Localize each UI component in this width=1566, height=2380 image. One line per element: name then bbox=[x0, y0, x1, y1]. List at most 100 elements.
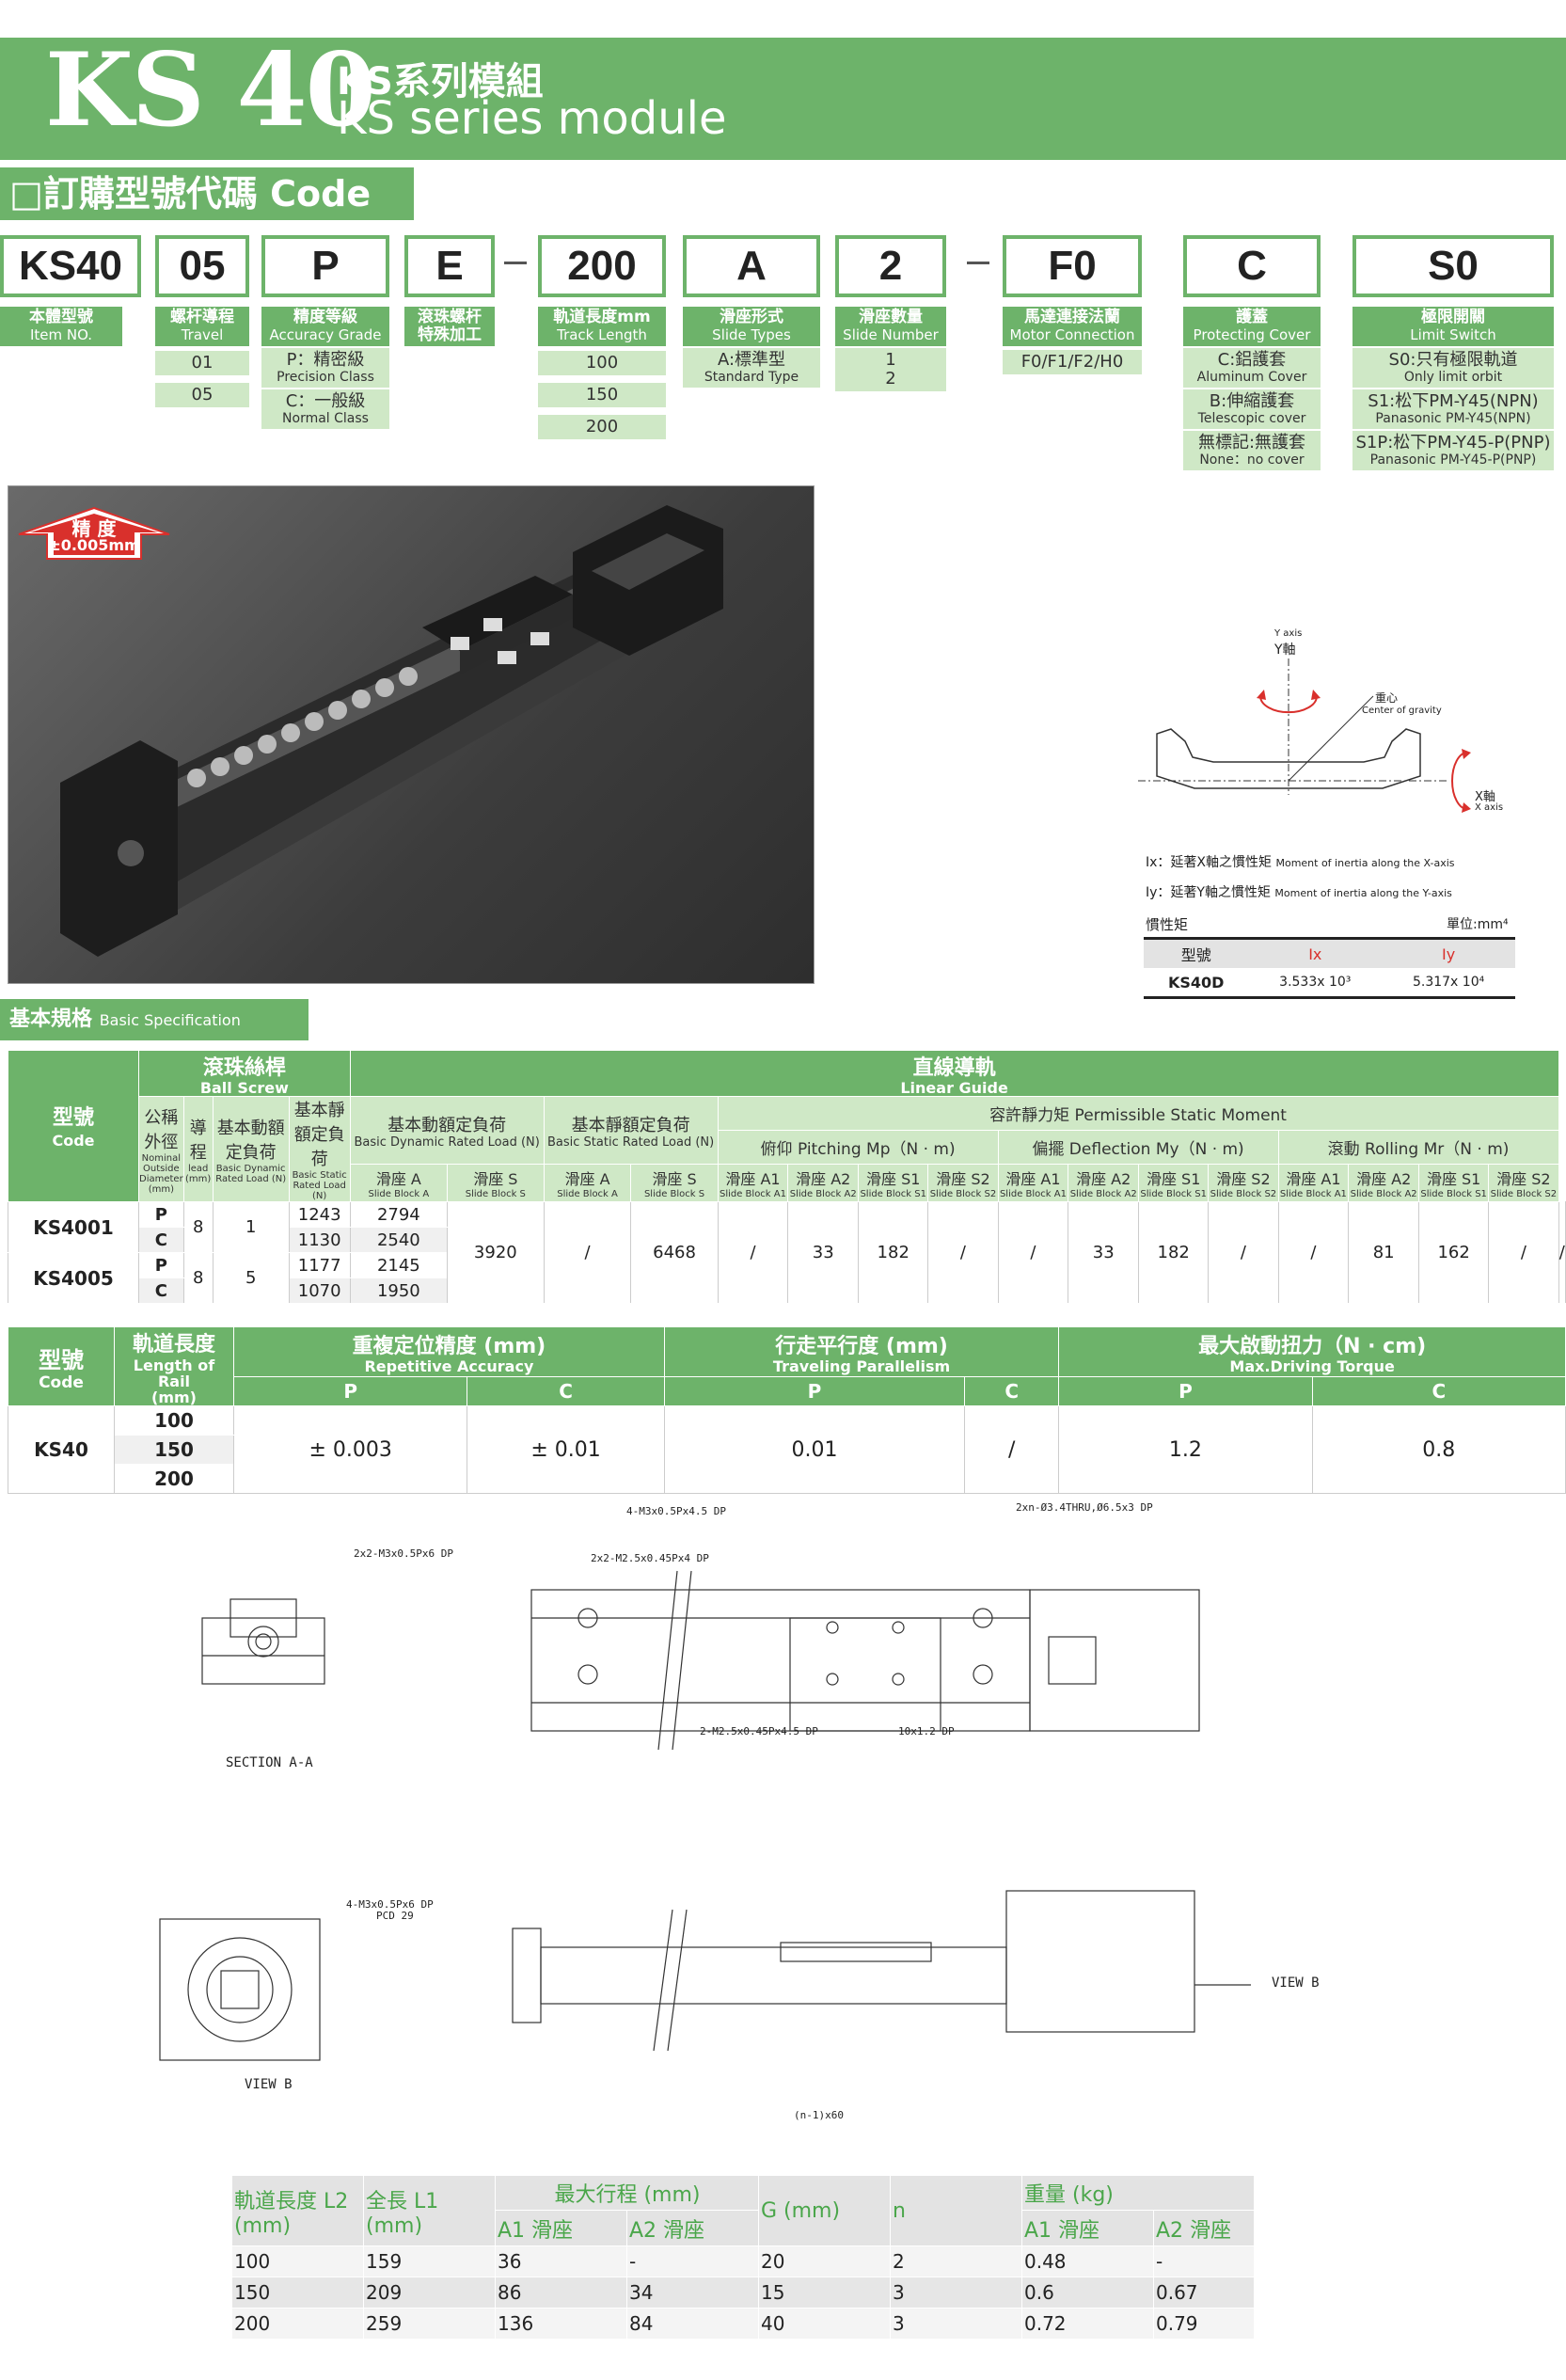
product-photo bbox=[8, 485, 815, 984]
spec-shared: 3920 bbox=[447, 1201, 545, 1304]
option-length: 100 bbox=[538, 351, 666, 375]
spec-shared: / bbox=[543, 1201, 632, 1304]
size-header: 最大行程 (mm) bbox=[495, 2175, 759, 2211]
inertia-diagram bbox=[1138, 658, 1471, 813]
size-cell: 2 bbox=[890, 2245, 1022, 2277]
inertia-cell: KS40D bbox=[1167, 973, 1225, 992]
rail-length: 100 bbox=[114, 1405, 234, 1436]
spec-dyn: 1177 bbox=[288, 1252, 351, 1278]
section-label: SECTION A-A bbox=[226, 1755, 313, 1770]
inertia-header: 型號 bbox=[1180, 946, 1211, 964]
size-cell: 15 bbox=[758, 2277, 891, 2309]
rolling-header: 滾動 Rolling Mr（N · m) bbox=[1277, 1130, 1559, 1166]
code-box-travel: 05 bbox=[155, 235, 249, 297]
option-travel: 05 bbox=[155, 383, 249, 407]
spec-dyn: 1070 bbox=[288, 1277, 351, 1304]
size-cell: 34 bbox=[626, 2277, 759, 2309]
size-cell: - bbox=[626, 2245, 759, 2277]
acc-code: KS40 bbox=[8, 1405, 115, 1494]
inertia-table-title: 慣性矩 bbox=[1146, 916, 1189, 933]
size-cell: 136 bbox=[495, 2308, 627, 2340]
ix-label: Ix：延著X軸之慣性矩 Moment of inertia along the … bbox=[1146, 855, 1455, 870]
spec-shared: 33 bbox=[1068, 1201, 1140, 1304]
spec-shared: 6468 bbox=[630, 1201, 719, 1304]
option-length: 200 bbox=[538, 415, 666, 439]
drawing-note: 4-M3x0.5Px4.5 DP bbox=[626, 1505, 726, 1517]
spec-shared: / bbox=[1277, 1201, 1350, 1304]
drawing-note: 2x2-M3x0.5Px6 DP bbox=[354, 1547, 453, 1560]
size-cell: 100 bbox=[231, 2245, 364, 2277]
size-header: 軌道長度 L2 (mm) bbox=[231, 2175, 364, 2246]
technical-drawing bbox=[159, 1570, 1251, 2061]
view-b-label: VIEW B bbox=[1272, 1975, 1320, 1991]
spec-grade: C bbox=[138, 1277, 184, 1304]
code-box-slide-type: A bbox=[683, 235, 820, 297]
spec-grade: C bbox=[138, 1227, 184, 1253]
grade-header: P bbox=[663, 1375, 966, 1407]
size-subheader: A1 滑座 bbox=[1021, 2210, 1154, 2246]
spec-od: 8 bbox=[182, 1252, 214, 1304]
moment-header: 容許靜力矩 Permissible Static Moment bbox=[717, 1095, 1559, 1132]
precision-badge: 精 度 ±0.005mm bbox=[17, 506, 171, 561]
spec-stat: 2794 bbox=[349, 1201, 449, 1228]
linear-module-image bbox=[60, 505, 723, 957]
option-travel: 01 bbox=[155, 351, 249, 375]
size-cell: 3 bbox=[890, 2308, 1022, 2340]
spec-shared: / bbox=[717, 1201, 789, 1304]
spec-shared: / bbox=[927, 1201, 999, 1304]
size-header: n bbox=[890, 2175, 1022, 2246]
spec-shared: / bbox=[1208, 1201, 1279, 1304]
spec-stat: 1950 bbox=[349, 1277, 449, 1304]
spec-od: 8 bbox=[182, 1201, 214, 1253]
size-cell: 209 bbox=[363, 2277, 496, 2309]
spec-shared: / bbox=[1558, 1201, 1566, 1304]
acc-value: 0.01 bbox=[663, 1405, 966, 1494]
rep-header: 重複定位精度 (mm)Repetitive Accuracy bbox=[233, 1326, 665, 1377]
header-banner bbox=[0, 38, 1566, 160]
acc-value: 0.8 bbox=[1311, 1405, 1566, 1494]
code-box-length: 200 bbox=[538, 235, 666, 297]
series-title-en: KS series module bbox=[337, 92, 727, 145]
option-limit: S1P:松下PM-Y45-P(PNP)Panasonic PM-Y45-P(PN… bbox=[1352, 431, 1554, 470]
drawing-note: (n-1)x60 bbox=[794, 2109, 844, 2121]
deflection-header: 偏擺 Deflection My（N · m) bbox=[997, 1130, 1279, 1166]
size-header: G (mm) bbox=[758, 2175, 891, 2246]
code-box-screw: E bbox=[404, 235, 495, 297]
grade-header: C bbox=[467, 1375, 665, 1407]
inertia-table: 型號 Ix Iy KS40D 3.533x 10³ 5.317x 10⁴ bbox=[1144, 937, 1515, 999]
grade-header: P bbox=[1058, 1375, 1313, 1407]
code-box-slide-number: 2 bbox=[835, 235, 946, 297]
spec-shared: 182 bbox=[1138, 1201, 1210, 1304]
view-b-label: VIEW B bbox=[245, 2077, 293, 2092]
drawing-note: 2x2-M2.5x0.45Px4 DP bbox=[591, 1552, 709, 1564]
torque-header: 最大啟動扭力（N · cm)Max.Driving Torque bbox=[1058, 1326, 1566, 1377]
size-cell: - bbox=[1153, 2245, 1255, 2277]
